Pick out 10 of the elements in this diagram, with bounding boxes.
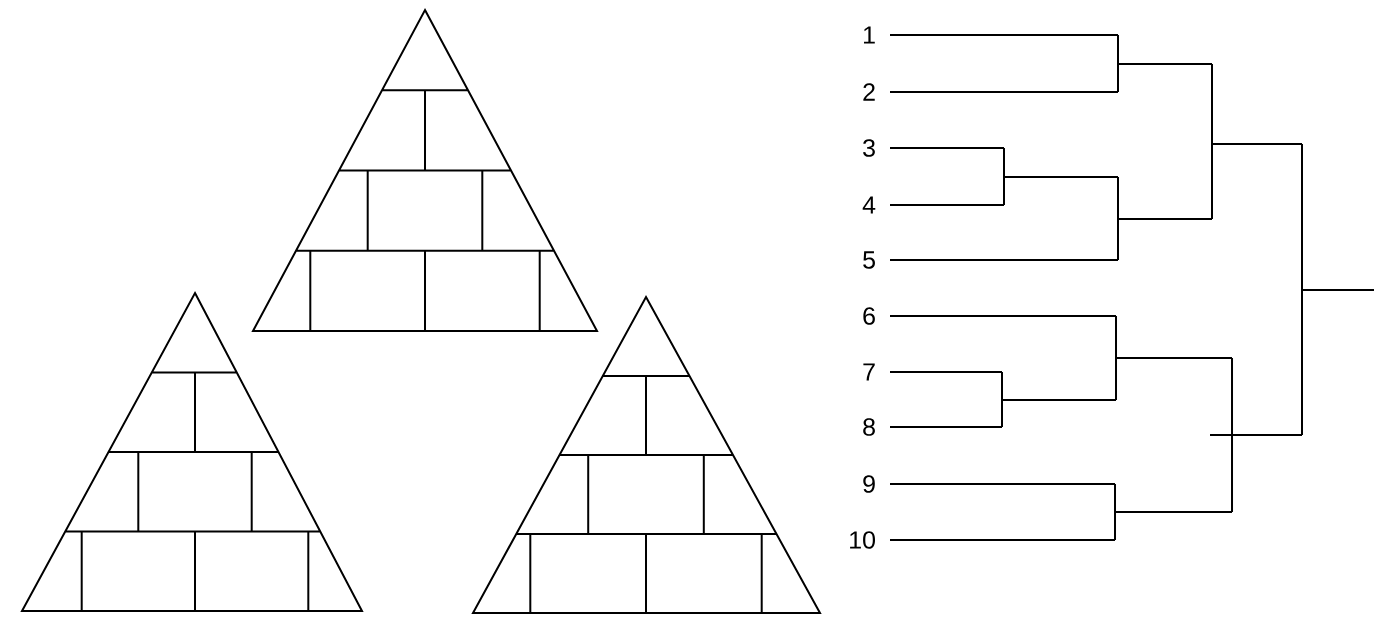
number-label: 6 <box>863 307 875 325</box>
number-label: 3 <box>863 139 875 157</box>
number-label: 7 <box>863 363 875 381</box>
number-label: 8 <box>863 418 875 436</box>
number-label: 1 <box>864 26 875 44</box>
number-label: 4 <box>862 196 876 214</box>
number-label: 10 <box>850 531 875 549</box>
number-label: 5 <box>863 251 875 269</box>
number-label: 2 <box>863 83 875 101</box>
number-label: 9 <box>863 475 875 493</box>
